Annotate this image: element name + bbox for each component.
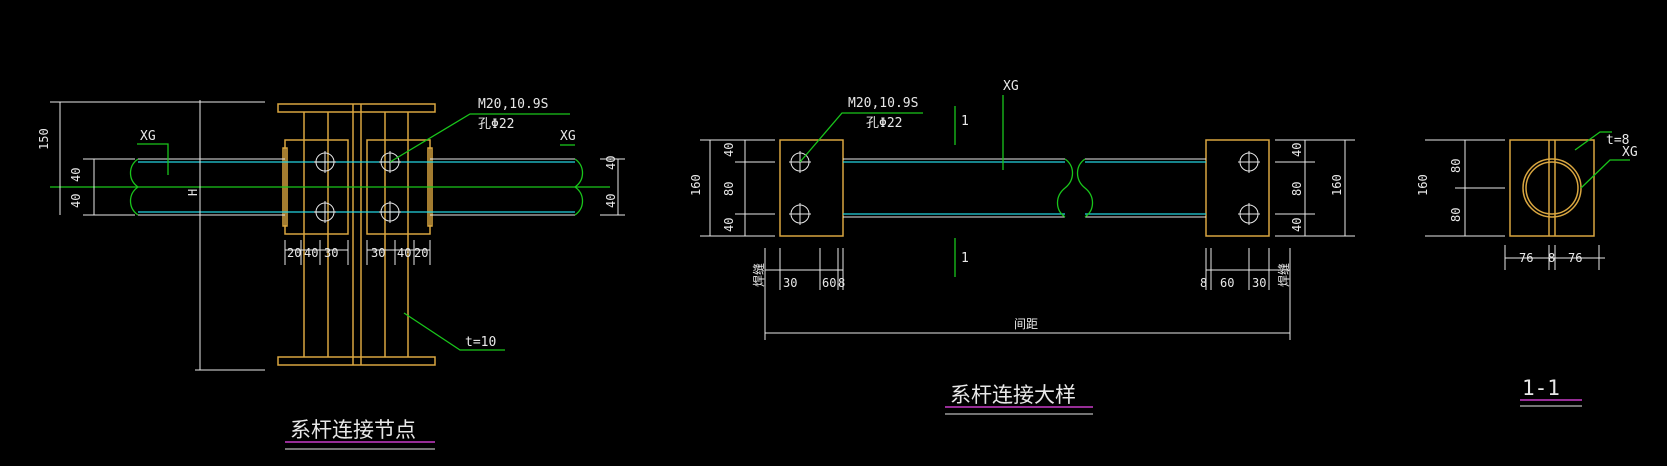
detail-dim-60-right: 60	[1220, 276, 1234, 290]
detail-dim-160-left: 160	[689, 174, 703, 196]
dim-40-b: 40	[397, 246, 411, 260]
plate-thickness-label: t=10	[465, 335, 496, 350]
section-mark-bottom: 1	[961, 251, 969, 266]
hole-spec-label: 孔Φ22	[478, 117, 514, 132]
detail-dim-30-right: 30	[1252, 276, 1266, 290]
title-section-1-1: 1-1	[1522, 376, 1560, 400]
section-dim-8: 8	[1548, 251, 1555, 265]
section-tube-outer	[1522, 158, 1582, 218]
dim-40-lower: 40	[69, 194, 83, 208]
detail-dim-160-right: 160	[1330, 174, 1344, 196]
detail-dim-80-left: 80	[722, 182, 736, 196]
dim-40-right-lower: 40	[604, 194, 618, 208]
section-dim-80-upper: 80	[1449, 159, 1463, 173]
detail-break-b	[1076, 158, 1094, 218]
detail-length-label: 间距	[1014, 317, 1038, 331]
detail-weld-left: 焊缝	[751, 263, 766, 287]
h-label: H	[186, 189, 200, 196]
detail-dim-30-left: 30	[783, 276, 797, 290]
detail-dim-80-right: 80	[1290, 182, 1304, 196]
section-dim-76-right: 76	[1568, 251, 1582, 265]
connection-node-view	[50, 100, 625, 371]
bolt-group-node	[314, 151, 401, 223]
xg-label-right: XG	[560, 129, 576, 144]
dim-40-right-upper: 40	[604, 156, 618, 170]
xg-label-left: XG	[140, 129, 156, 144]
bottom-flange	[277, 356, 436, 366]
section-1-1-view	[1425, 131, 1630, 270]
plate-leader	[403, 312, 505, 351]
detail-weld-right: 焊缝	[1276, 263, 1291, 287]
section-dim-160: 160	[1416, 174, 1430, 196]
dim-30-a: 30	[324, 246, 338, 260]
section-dim-76-left: 76	[1519, 251, 1533, 265]
connection-detail-view	[700, 95, 1355, 340]
detail-dim-8-left: 8	[838, 276, 845, 290]
dim-30-b: 30	[371, 246, 385, 260]
section-dim-80-lower: 80	[1449, 208, 1463, 222]
dim-20-a: 20	[287, 246, 301, 260]
title-connection-detail: 系杆连接大样	[950, 383, 1076, 407]
section-thickness-label: t=8	[1606, 133, 1629, 148]
bolt-leader	[389, 113, 570, 163]
detail-bolt-spec: M20,10.9S	[848, 96, 918, 111]
detail-dim-40-d: 40	[1290, 218, 1304, 232]
section-xg-label: XG	[1622, 145, 1638, 160]
detail-hole-spec: 孔Φ22	[866, 116, 902, 131]
dim-150: 150	[37, 128, 51, 150]
detail-xg-label: XG	[1003, 79, 1019, 94]
detail-break-a	[1056, 158, 1074, 218]
detail-dim-8-right: 8	[1200, 276, 1207, 290]
section-plate	[1509, 139, 1595, 237]
detail-dim-40-b: 40	[722, 218, 736, 232]
detail-right-plate	[1205, 139, 1270, 237]
title-connection-node: 系杆连接节点	[290, 418, 416, 442]
section-tube-inner	[1525, 161, 1579, 215]
top-flange	[277, 103, 436, 113]
section-mark-top: 1	[961, 114, 969, 129]
detail-dim-40-a: 40	[722, 143, 736, 157]
detail-left-plate	[779, 139, 844, 237]
detail-dim-60-left: 60	[822, 276, 836, 290]
detail-dim-40-c: 40	[1290, 143, 1304, 157]
dim-20-b: 20	[414, 246, 428, 260]
bolt-spec-label: M20,10.9S	[478, 97, 548, 112]
dim-40-a: 40	[304, 246, 318, 260]
dim-40-upper: 40	[69, 168, 83, 182]
